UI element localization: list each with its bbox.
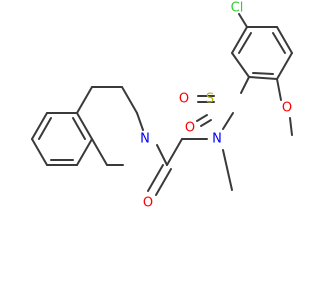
atom-labels: Cl S O O N N O O	[140, 1, 292, 211]
bond	[276, 52, 293, 80]
bond	[200, 119, 212, 127]
bond	[222, 112, 234, 130]
bond	[31, 138, 48, 166]
chlorine-atom-label: Cl	[231, 1, 244, 16]
bond	[252, 72, 274, 75]
bond	[231, 52, 250, 78]
bond	[166, 138, 183, 166]
bond	[156, 144, 168, 166]
bond	[240, 76, 250, 94]
bond	[91, 138, 108, 166]
chemical-structure: Cl S O O N N O O	[31, 1, 293, 211]
sulfonyl-oxygen-top-label: O	[179, 92, 189, 107]
bond	[276, 78, 282, 101]
bond	[76, 112, 93, 140]
bond	[272, 32, 286, 54]
bond	[147, 164, 164, 192]
sulfonamide-nitrogen-label: N	[212, 132, 222, 147]
bond	[289, 117, 293, 136]
bond	[155, 168, 172, 196]
bond	[31, 112, 48, 140]
bond	[276, 26, 293, 54]
bond	[231, 26, 248, 54]
bond	[76, 138, 93, 166]
bond	[72, 117, 86, 140]
bond	[196, 114, 208, 122]
bond	[76, 86, 93, 114]
bond	[248, 76, 278, 80]
bond	[38, 117, 52, 140]
sulfur-atom-label: S	[206, 92, 214, 107]
bond	[121, 86, 138, 114]
ring-nitrogen-label: N	[140, 132, 150, 147]
sulfonyl-oxygen-bottom-label: O	[185, 121, 195, 136]
bond	[238, 32, 252, 54]
bonds	[31, 13, 293, 196]
carbonyl-oxygen-label: O	[143, 196, 153, 211]
bond	[238, 13, 248, 28]
methoxy-oxygen-label: O	[282, 101, 292, 116]
bond	[222, 149, 233, 191]
bond	[136, 112, 144, 131]
